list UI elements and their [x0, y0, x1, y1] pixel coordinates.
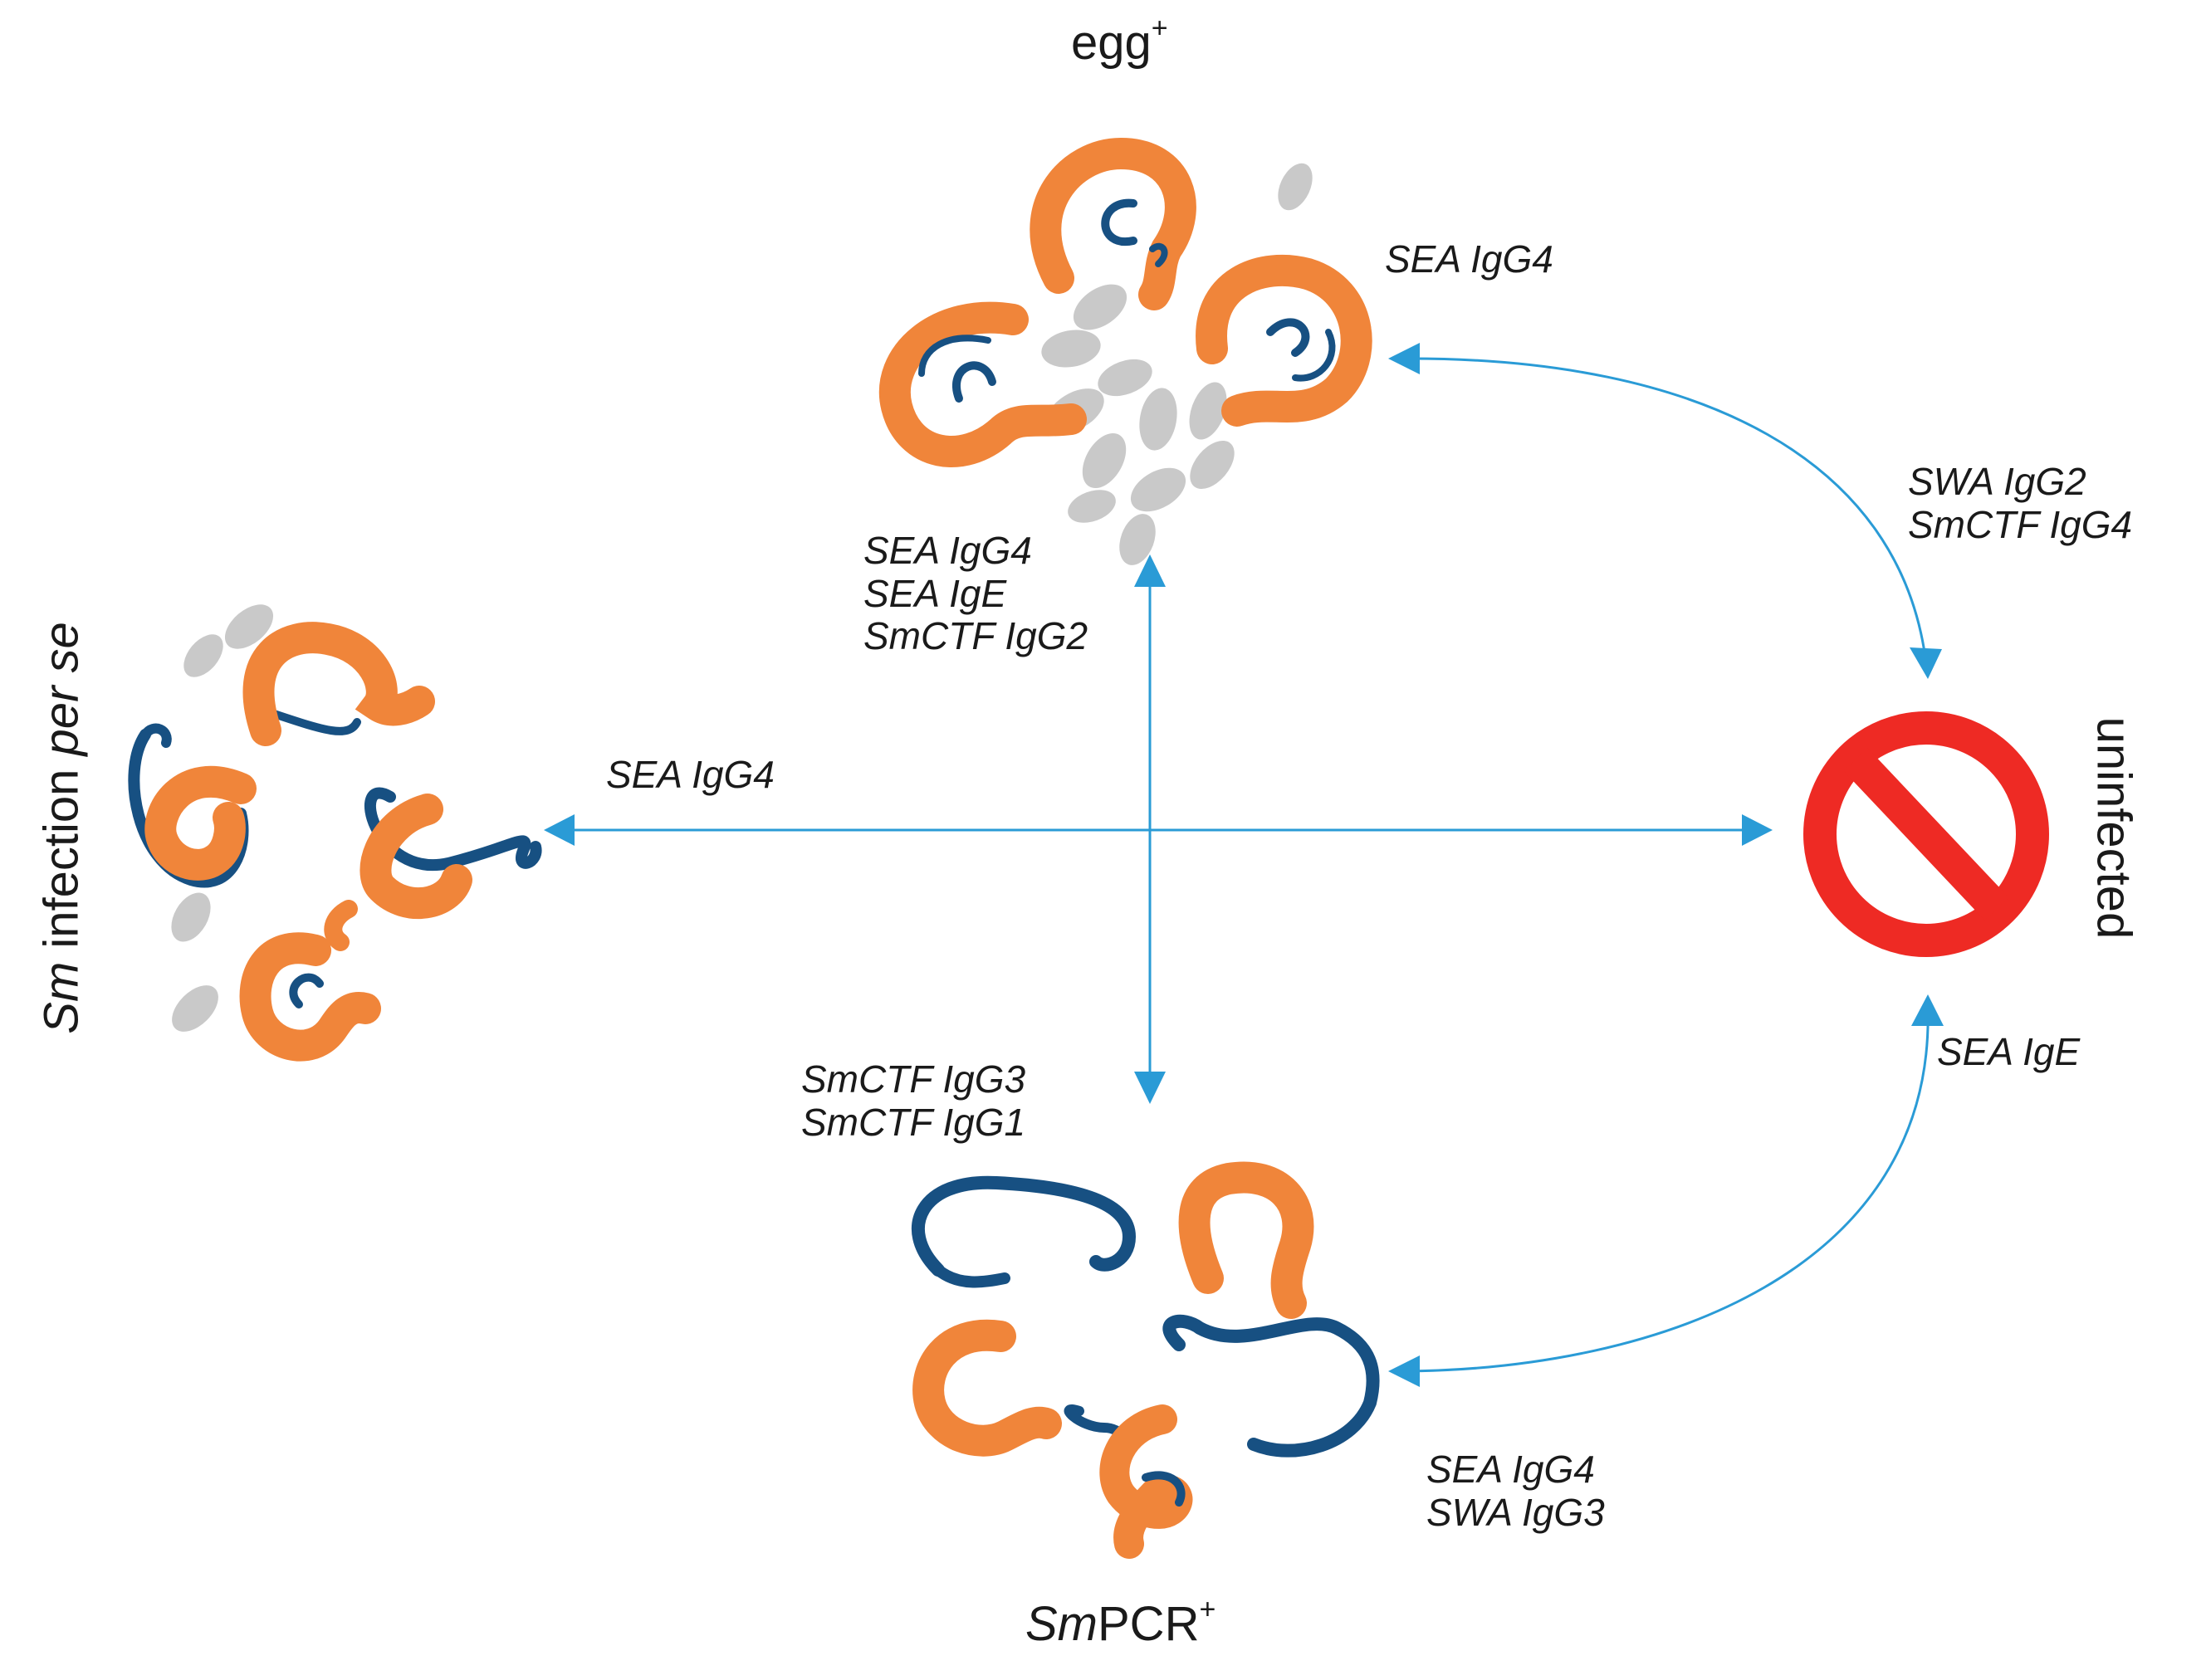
arrowhead-left	[544, 814, 575, 846]
arrowhead-pcr-end	[1388, 1355, 1420, 1387]
uninfected-node-label: uninfected	[2086, 662, 2140, 994]
label-line: SWA IgG2	[1908, 460, 2086, 503]
label-line: SEA IgG4	[1385, 237, 1553, 281]
label-line: SEA IgG4	[606, 753, 775, 796]
arrow-egg-uninfected	[1402, 357, 1928, 665]
label-egg-uninfected-top: SEA IgG4	[1385, 237, 1553, 281]
infection-node-text: infection	[34, 755, 89, 962]
label-line: SmCTF IgG3	[801, 1057, 1026, 1101]
egg-cluster	[1041, 163, 1313, 565]
label-line: SWA IgG3	[1426, 1490, 1605, 1534]
label-line: SmCTF IgG4	[1908, 502, 2133, 546]
label-line: SmCTF IgG1	[801, 1100, 1026, 1144]
infection-node-italic: Sm	[34, 961, 89, 1034]
no-sign-icon	[1803, 711, 2049, 957]
label-line: SEA IgG4	[1426, 1448, 1595, 1491]
label-egg-pcr: SEA IgG4 SEA IgE SmCTF IgG2	[863, 529, 1088, 658]
arrowhead-down	[1134, 1072, 1166, 1104]
pcr-node-label: SmPCR+	[1025, 1595, 1216, 1652]
arrow-pcr-uninfected	[1402, 1008, 1930, 1373]
label-line: SmCTF IgG2	[863, 614, 1088, 658]
arrowhead-egg-end	[1388, 343, 1420, 374]
worm-pairs-pcr-icon	[911, 1161, 1380, 1559]
arrowhead-uninfected-top	[1910, 647, 1942, 679]
arrowhead-uninfected-bottom	[1911, 994, 1944, 1026]
label-line: SEA IgE	[863, 571, 1007, 615]
label-pcr-top: SmCTF IgG3 SmCTF IgG1	[801, 1057, 1026, 1144]
label-line: SEA IgE	[1937, 1030, 2081, 1073]
egg-cluster-infection	[171, 604, 274, 1032]
arrows	[544, 343, 1944, 1387]
pcr-node-sup: +	[1199, 1594, 1216, 1625]
label-line: SEA IgG4	[863, 529, 1032, 572]
egg-node-label: egg+	[1071, 14, 1168, 71]
label-pcr-uninfected-right: SEA IgE	[1937, 1030, 2081, 1074]
label-infection-uninfected: SEA IgG4	[606, 753, 775, 797]
infection-node-italic2: per se	[34, 622, 89, 756]
label-pcr-uninfected-bottom: SEA IgG4 SWA IgG3	[1426, 1448, 1605, 1534]
egg-node-sup: +	[1151, 12, 1168, 44]
arrowhead-right	[1742, 814, 1773, 846]
egg-node-name: egg	[1071, 16, 1152, 70]
worms-and-eggs-infection-icon	[128, 604, 542, 1062]
infection-node-label: Sm infection per se	[34, 595, 90, 1060]
egg-positive-worms-with-eggs-icon	[879, 137, 1372, 565]
arrowhead-up	[1134, 554, 1166, 587]
pcr-node-italic: Sm	[1025, 1597, 1098, 1651]
pcr-node-text: PCR	[1098, 1597, 1200, 1651]
uninfected-node-text: uninfected	[2086, 716, 2141, 940]
label-egg-uninfected-right: SWA IgG2 SmCTF IgG4	[1908, 460, 2133, 546]
